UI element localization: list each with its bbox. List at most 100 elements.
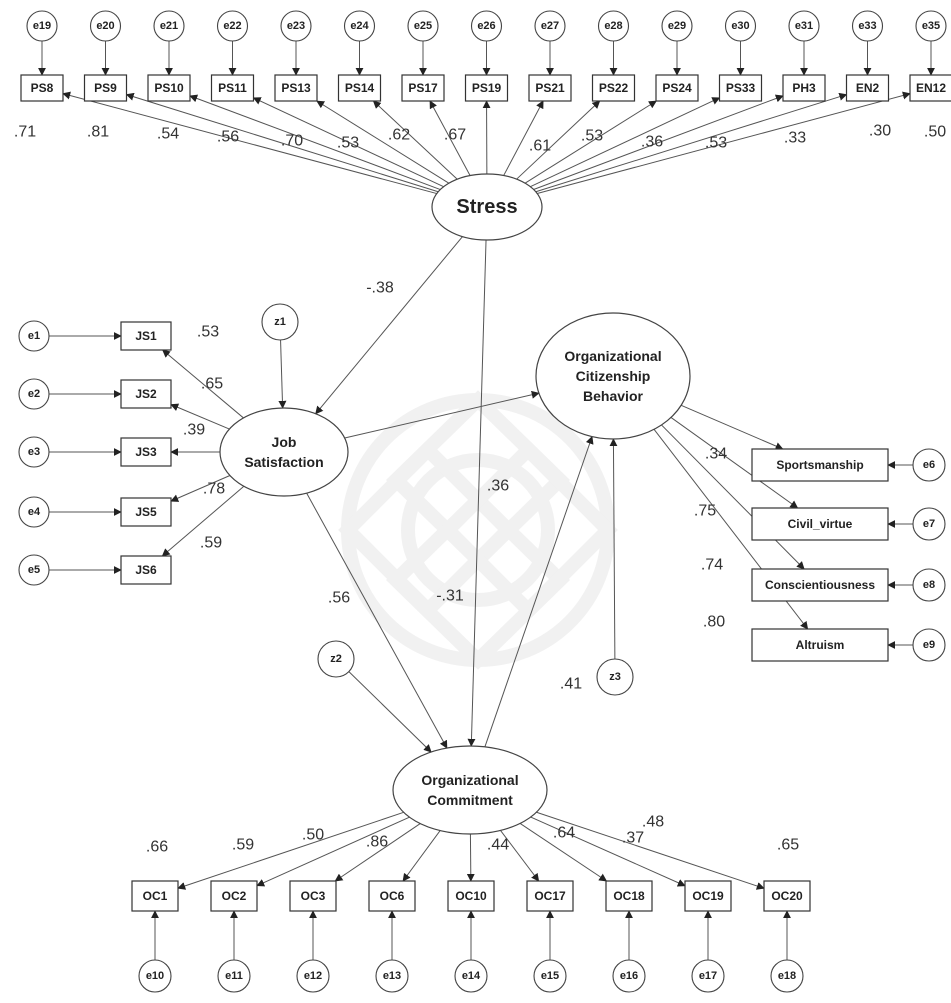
indicator-label: OC3 <box>301 889 326 903</box>
error-label: e10 <box>146 970 164 982</box>
path-stress-to-commitment <box>467 239 487 747</box>
js-label: Job <box>272 434 297 450</box>
indicator-box <box>751 448 889 482</box>
error-circle <box>454 959 488 993</box>
error-circle <box>851 10 884 42</box>
indicator-box <box>147 74 191 102</box>
disturbance-label: z1 <box>274 316 286 328</box>
indicator-label: EN12 <box>916 81 946 95</box>
loading-arrow-js2 <box>170 403 230 430</box>
error-term-e7: e7 <box>912 507 946 541</box>
loading-value: .61 <box>529 138 551 155</box>
indicator-box <box>751 628 889 662</box>
error-label: e13 <box>383 970 401 982</box>
loading-value: .59 <box>232 837 254 854</box>
error-term-e21: e21 <box>153 10 185 42</box>
indicator-box <box>464 74 509 102</box>
path-stress-to-job-satisfaction <box>315 236 463 415</box>
path-coefficient: -.38 <box>366 280 394 297</box>
js-ellipse <box>219 407 349 497</box>
path-commitment-to-ocb <box>484 435 594 747</box>
indicator-box <box>718 74 763 102</box>
indicator-label: PS33 <box>726 81 756 95</box>
stress-indicator-ps10: PS10 <box>147 74 191 102</box>
loading-value: .86 <box>366 834 388 851</box>
loading-value: .78 <box>203 481 225 498</box>
error-label: e24 <box>350 20 369 32</box>
error-circle <box>217 959 251 993</box>
js-label: Satisfaction <box>244 454 323 470</box>
error-term-e31: e31 <box>788 10 820 42</box>
indicator-label: OC17 <box>534 889 566 903</box>
loading-value: .74 <box>701 557 723 574</box>
indicator-label: JS1 <box>135 329 157 343</box>
error-term-e19: e19 <box>26 10 58 42</box>
indicator-label: PS19 <box>472 81 502 95</box>
disturbance-arrow-z1 <box>278 339 287 409</box>
indicator-label: PS13 <box>281 81 311 95</box>
loading-arrow-conscientiousness <box>661 424 805 570</box>
oc-indicator-oc19: OC19 <box>684 880 732 912</box>
loading-arrow-js5 <box>170 475 231 502</box>
indicator-box <box>210 880 258 912</box>
oc-label: Organizational <box>421 772 518 788</box>
ocb-indicator-altruism: Altruism <box>751 628 889 662</box>
indicator-label: PS21 <box>535 81 565 95</box>
loading-value: .50 <box>302 827 324 844</box>
error-label: e25 <box>414 20 432 32</box>
error-label: e15 <box>541 970 559 982</box>
indicator-label: OC19 <box>692 889 724 903</box>
js-indicator-js2: JS2 <box>120 379 172 409</box>
stress-indicator-ps9: PS9 <box>83 74 128 102</box>
indicator-box <box>751 507 889 541</box>
error-term-e12: e12 <box>296 959 330 993</box>
loading-value: .81 <box>87 124 109 141</box>
indicator-label: OC20 <box>771 889 803 903</box>
stress-indicator-ps13: PS13 <box>274 74 318 102</box>
error-circle <box>597 10 630 42</box>
indicator-label: JS5 <box>135 505 157 519</box>
error-label: e2 <box>28 388 40 400</box>
ocb-ellipse <box>535 312 691 440</box>
indicator-box <box>401 74 445 102</box>
indicator-box <box>131 880 179 912</box>
loading-arrow-oc20 <box>536 811 765 890</box>
loading-value: .67 <box>444 127 466 144</box>
oc-indicator-oc10: OC10 <box>447 880 495 912</box>
error-circle <box>533 959 567 993</box>
indicator-label: Sportsmanship <box>776 458 863 472</box>
error-circle <box>153 10 185 42</box>
loading-arrow-en2 <box>535 92 848 193</box>
error-label: e9 <box>923 639 935 651</box>
ocb-label: Citizenship <box>576 368 651 384</box>
error-circle <box>788 10 820 42</box>
loading-value: .75 <box>694 503 716 520</box>
error-label: e3 <box>28 446 40 458</box>
error-circle <box>138 959 172 993</box>
stress-indicator-ps8: PS8 <box>20 74 64 102</box>
disturbance-arrow-z2 <box>348 671 432 753</box>
loading-value: .53 <box>581 128 603 145</box>
error-label: e8 <box>923 579 935 591</box>
error-term-e5: e5 <box>18 554 50 586</box>
indicator-box <box>83 74 128 102</box>
path-arrows <box>38 41 935 960</box>
loading-value: .80 <box>703 614 725 631</box>
error-term-e1: e1 <box>18 320 50 352</box>
disturbance-label: z3 <box>609 671 621 683</box>
error-label: e12 <box>304 970 322 982</box>
error-label: e17 <box>699 970 717 982</box>
loading-value: .65 <box>201 376 223 393</box>
indicator-box <box>447 880 495 912</box>
loading-arrow-js6 <box>161 485 245 557</box>
loading-value: .53 <box>197 324 219 341</box>
loading-arrow-sportsmanship <box>680 404 784 450</box>
error-circle <box>18 378 50 410</box>
path-job-satisfaction-to-commitment <box>306 492 448 749</box>
oc-indicator-oc1: OC1 <box>131 880 179 912</box>
disturbance-circle <box>261 303 299 341</box>
indicator-box <box>120 437 172 467</box>
loading-value: .71 <box>14 124 36 141</box>
indicator-label: JS2 <box>135 387 157 401</box>
